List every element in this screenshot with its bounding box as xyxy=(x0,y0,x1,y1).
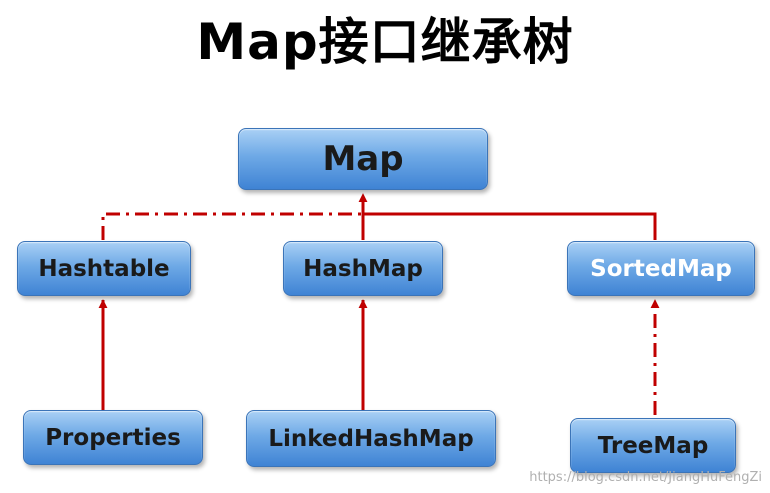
map-node-label: Map xyxy=(322,139,404,179)
hashtable-node-label: Hashtable xyxy=(38,255,170,282)
sortedmap-node-label: SortedMap xyxy=(590,255,732,282)
hashtable-to-map-line xyxy=(101,193,368,240)
hashmap-node: HashMap xyxy=(283,241,443,296)
sortedmap-to-map-line xyxy=(363,212,657,240)
treemap-node: TreeMap xyxy=(570,418,736,473)
linkedhashmap-node: LinkedHashMap xyxy=(246,410,496,467)
hashtable-node: Hashtable xyxy=(17,241,191,296)
sortedmap-node: SortedMap xyxy=(567,241,755,296)
linkedhashmap-node-label: LinkedHashMap xyxy=(268,425,474,452)
map-node: Map xyxy=(238,128,488,190)
properties-node: Properties xyxy=(23,410,203,465)
hashmap-node-label: HashMap xyxy=(303,255,423,282)
diagram-title: Map接口继承树 xyxy=(196,13,574,71)
properties-node-label: Properties xyxy=(45,424,181,451)
treemap-node-label: TreeMap xyxy=(597,432,709,459)
watermark-text: https://blog.csdn.net/JiangHuFengZi xyxy=(529,470,762,485)
